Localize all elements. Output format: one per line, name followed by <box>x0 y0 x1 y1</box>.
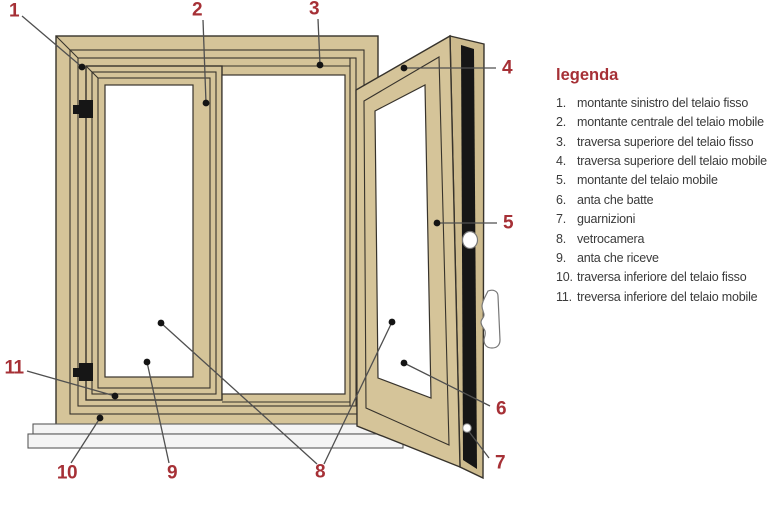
callout-label-10: 10 <box>56 462 78 484</box>
legend-item-number: 3. <box>556 134 567 149</box>
legend-item-number: 4. <box>556 154 567 169</box>
legend-item: 10. traversa inferiore del telaio fisso <box>556 268 768 287</box>
callout-label-4: 4 <box>501 57 513 79</box>
callout-label-5: 5 <box>502 212 514 234</box>
hinge-bottom <box>73 363 93 381</box>
legend-item-text: vetrocamera <box>577 231 645 246</box>
legend-item-number: 8. <box>556 231 567 246</box>
legend-item-text: traversa superiore dell telaio mobile <box>577 154 767 169</box>
window-sill <box>27 423 404 449</box>
left-sash <box>85 65 223 401</box>
legend-item-text: guarnizioni <box>577 212 636 227</box>
callout-label-3: 3 <box>308 0 320 20</box>
leader-lines <box>21 15 497 465</box>
gasket-dot <box>462 423 472 433</box>
callout-label-9: 9 <box>166 462 178 484</box>
window-handle <box>480 289 501 349</box>
legend-item-number: 5. <box>556 173 567 188</box>
right-opening <box>221 58 351 406</box>
hinge-top <box>73 100 93 118</box>
open-sash-glass-pane <box>374 84 432 399</box>
legend-item: 1. montante sinistro del telaio fisso <box>556 94 768 113</box>
legend-item: 4. traversa superiore dell telaio mobile <box>556 152 768 171</box>
legend-item: 6. anta che batte <box>556 191 768 210</box>
legend-item-text: montante centrale del telaio mobile <box>577 115 764 130</box>
legend-item-text: anta che batte <box>577 192 654 207</box>
legend-item: 8. vetrocamera <box>556 230 768 249</box>
legend-item-number: 11. <box>556 289 572 304</box>
legend-item-number: 6. <box>556 192 567 207</box>
legend-item: 7. guarnizioni <box>556 210 768 229</box>
legend-item: 11. treversa inferiore del telaio mobile <box>556 288 768 307</box>
open-sash <box>355 34 501 480</box>
legend-item-text: traversa superiore del telaio fisso <box>577 134 754 149</box>
locking-pin <box>461 230 479 250</box>
legend-item-number: 10. <box>556 270 573 285</box>
legend-panel: legenda 1. montante sinistro del telaio … <box>556 66 768 307</box>
callout-label-8: 8 <box>314 461 326 483</box>
legend-item-text: anta che riceve <box>577 251 659 266</box>
legend-item-text: traversa inferiore del telaio fisso <box>577 270 747 285</box>
legend-item-number: 1. <box>556 95 567 110</box>
callout-label-1: 1 <box>8 0 20 22</box>
legend-item: 3. traversa superiore del telaio fisso <box>556 133 768 152</box>
callout-label-7: 7 <box>494 452 506 474</box>
legend-item: 5. montante del telaio mobile <box>556 171 768 190</box>
callout-dots <box>78 61 472 433</box>
legend-item: 2. montante centrale del telaio mobile <box>556 113 768 132</box>
legend-item: 9. anta che riceve <box>556 249 768 268</box>
callout-label-6: 6 <box>495 398 507 420</box>
legend-title: legenda <box>556 66 619 84</box>
gasket-strip <box>461 45 477 469</box>
legend-item-number: 2. <box>556 115 567 130</box>
legend-item-text: montante del telaio mobile <box>577 173 718 188</box>
left-glass-pane <box>104 84 194 378</box>
legend-item-text: treversa inferiore del telaio mobile <box>577 289 758 304</box>
legend-item-number: 7. <box>556 212 567 227</box>
callout-label-11: 11 <box>4 357 24 379</box>
callout-label-2: 2 <box>191 0 203 21</box>
legend-item-text: montante sinistro del telaio fisso <box>577 95 749 110</box>
legend-item-number: 9. <box>556 251 567 266</box>
